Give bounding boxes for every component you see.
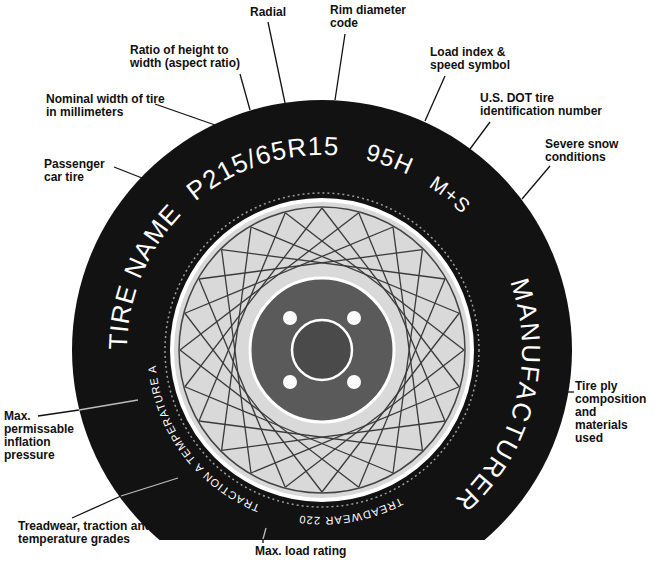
lattice-stroke	[393, 250, 422, 473]
callout-label: Radial	[250, 6, 310, 19]
service-description-text: 95H	[363, 138, 417, 180]
lug-hole	[347, 375, 361, 389]
callout-label: Ratio of height to width (aspect ratio)	[130, 44, 255, 70]
lug-hole	[283, 311, 297, 325]
lattice-stroke	[199, 250, 422, 279]
tire	[72, 100, 572, 540]
sidewall-fine-print	[165, 193, 479, 507]
inner-leader-lines	[79, 400, 266, 539]
leader-line	[567, 391, 574, 392]
wheel-rim	[172, 200, 472, 500]
leader-line	[114, 167, 142, 178]
callout-label: Rim diameter code	[330, 4, 425, 30]
leader-line	[79, 400, 138, 410]
rim-ring	[179, 207, 465, 493]
callout-label: Tire ply composition and materials used	[575, 380, 651, 445]
callout-label: Severe snow conditions	[545, 138, 645, 164]
lattice-stroke	[222, 250, 445, 279]
leader-line	[335, 34, 345, 100]
lattice-stroke	[393, 227, 422, 450]
snow-marking-text: M+S	[426, 172, 475, 218]
callout-label: Max. load rating	[255, 545, 375, 558]
tire-name-text: TIRE NAME	[103, 198, 187, 351]
callout-label: Load index & speed symbol	[430, 46, 530, 72]
utqg-text: TREADWEAR 220	[298, 496, 405, 527]
tire-group	[72, 100, 572, 540]
leader-line	[240, 74, 250, 110]
leader-line	[470, 122, 490, 149]
hub-plate	[250, 278, 394, 422]
leader-line	[262, 539, 263, 543]
wheel-lattice	[180, 208, 464, 492]
callout-label: Passenger car tire	[44, 158, 119, 184]
leader-line	[72, 496, 121, 518]
leader-line	[155, 104, 215, 125]
leader-line	[268, 22, 285, 103]
lug-hole	[347, 311, 361, 325]
callout-label: U.S. DOT tire identification number	[480, 92, 620, 118]
lattice-stroke	[222, 250, 251, 473]
hub-center	[292, 320, 352, 380]
lattice-stroke	[199, 421, 422, 450]
lattice-stroke	[222, 421, 445, 450]
leader-line	[121, 478, 178, 496]
callout-label: Nominal width of tire in millimeters	[46, 93, 171, 119]
leader-line	[522, 166, 550, 199]
leader-line	[263, 528, 266, 539]
utqg-text: TRACTION A TEMPERATURE A	[146, 364, 261, 514]
callout-label: Treadwear, traction and temperature grad…	[18, 520, 168, 546]
lug-hole	[283, 375, 297, 389]
manufacturer-text: MANUFACTURER	[449, 275, 546, 519]
lattice-stroke	[222, 227, 251, 450]
leader-line	[38, 410, 79, 416]
leader-line	[425, 76, 445, 121]
callout-label: Max. permissable inflation pressure	[4, 410, 80, 462]
size-code-text: P215/65R15	[181, 131, 340, 206]
